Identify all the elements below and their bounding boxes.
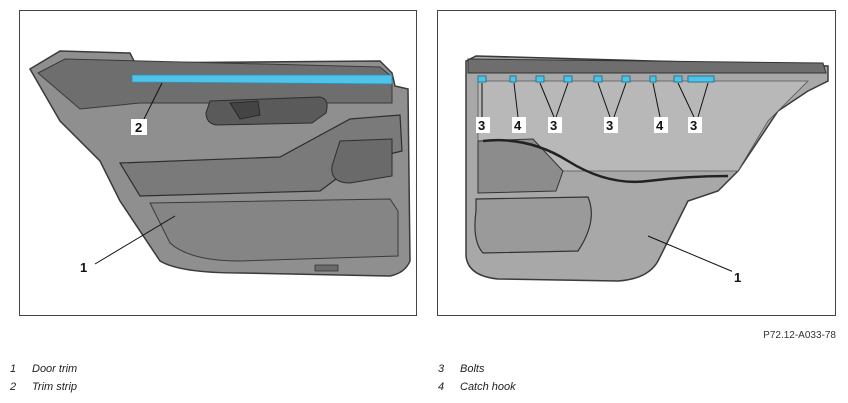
bolt-4 xyxy=(593,75,603,83)
door-trim-upper-band xyxy=(37,58,393,110)
legend-label: Trim strip xyxy=(32,381,78,393)
legend-number: 2 xyxy=(10,381,17,393)
legend-label: Bolts xyxy=(460,363,485,375)
legend-item-4: 4 Catch hook xyxy=(438,381,516,393)
armrest-pocket xyxy=(331,138,393,184)
lower-storage-pocket xyxy=(474,196,592,254)
callout-catch-hook-a: 4 xyxy=(514,118,522,133)
door-handle-recess xyxy=(205,96,328,126)
speaker-pocket xyxy=(477,138,564,194)
legend-number: 1 xyxy=(10,363,17,375)
figure-reference: P72.12-A033-78 xyxy=(763,330,836,341)
callout-bolts-b: 3 xyxy=(550,118,557,133)
legend-number: 4 xyxy=(438,381,445,393)
leader-lines xyxy=(481,82,737,274)
bolt-5 xyxy=(621,75,631,83)
bolt-2 xyxy=(535,75,545,83)
bolt-3 xyxy=(563,75,573,83)
callout-trim-strip: 2 xyxy=(135,120,142,135)
legend-label: Door trim xyxy=(32,363,78,375)
door-trim-rear-view: 3 4 3 3 4 3 1 xyxy=(437,10,836,316)
lower-panel-notch xyxy=(314,264,339,272)
legend-number: 3 xyxy=(438,363,445,375)
bolt-6 xyxy=(673,75,683,83)
catch-hook-1 xyxy=(509,75,517,83)
legend-item-2: 2 Trim strip xyxy=(10,381,77,393)
callout-catch-hook-b: 4 xyxy=(656,118,664,133)
wiring-harness xyxy=(482,138,729,184)
door-handle xyxy=(229,100,261,120)
lower-panel xyxy=(149,198,399,262)
legend-item-1: 1 Door trim xyxy=(10,363,77,375)
callout-bolts-c: 3 xyxy=(606,118,613,133)
leader-line-1 xyxy=(94,215,176,265)
door-trim-front-view: 2 1 xyxy=(19,10,417,316)
top-rail xyxy=(467,58,827,74)
callout-door-trim: 1 xyxy=(80,260,87,275)
legend-item-3: 3 Bolts xyxy=(438,363,484,375)
door-trim-illustration: 2 1 xyxy=(28,50,411,277)
armrest xyxy=(118,114,403,197)
bolt-1 xyxy=(477,75,487,83)
legend-label: Catch hook xyxy=(460,381,516,393)
bolt-7 xyxy=(687,75,715,83)
trim-strip xyxy=(131,74,393,85)
callout-bolts-a: 3 xyxy=(478,118,485,133)
callout-bolts-d: 3 xyxy=(690,118,697,133)
leader-line-2 xyxy=(141,82,163,124)
callout-door-trim-rear: 1 xyxy=(734,270,741,285)
catch-hook-2 xyxy=(649,75,657,83)
door-trim-rear-illustration: 3 4 3 3 4 3 1 xyxy=(465,55,829,285)
